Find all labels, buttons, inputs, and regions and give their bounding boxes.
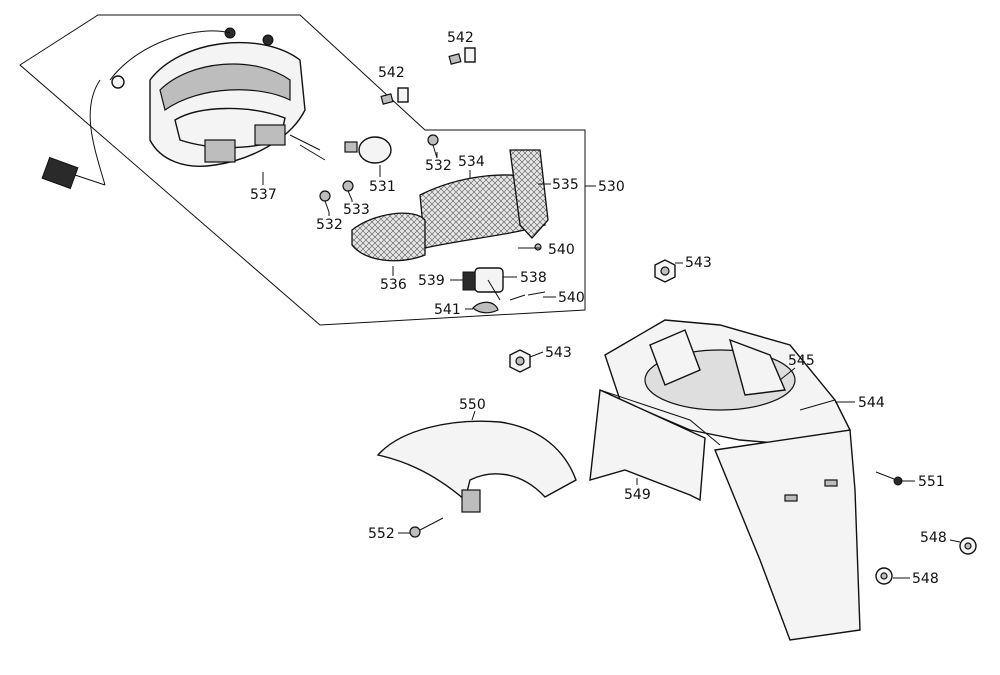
label-542-right: 542 [447,30,474,46]
label-551: 551 [918,474,945,490]
label-539: 539 [418,273,445,289]
side-lens-536 [351,212,426,262]
label-540-bottom: 540 [558,290,585,306]
rear-fender-tail [714,429,861,641]
rear-fender-545 [599,319,851,446]
label-530: 530 [598,179,625,195]
clip-541 [472,301,499,314]
label-552: 552 [368,526,395,542]
bulb-531 [344,136,392,164]
label-531: 531 [369,179,396,195]
assembly-530-boundary [19,14,586,326]
label-542-left: 542 [378,65,405,81]
splash-guard-549 [589,388,706,502]
side-lens-535 [509,149,549,239]
label-541: 541 [434,302,461,318]
leader-lines [262,152,961,579]
screws-532-533 [319,134,439,213]
reflector-slot [824,479,838,487]
label-536: 536 [380,277,407,293]
label-544: 544 [858,395,885,411]
label-534: 534 [458,154,485,170]
grommets-548 [875,537,977,585]
label-549: 549 [624,487,651,503]
nuts-543 [509,259,676,373]
clips-542 [380,47,476,105]
label-543-upper: 543 [685,255,712,271]
screw-551 [875,471,903,486]
reflector-slot [784,494,798,502]
label-532-bottom: 532 [316,217,343,233]
label-535: 535 [552,177,579,193]
label-548-lower: 548 [912,571,939,587]
label-543-lower: 543 [545,345,572,361]
bulb-socket-538 [462,267,504,301]
bolt-552 [409,517,444,538]
label-537: 537 [250,187,277,203]
tail-light-housing-537 [41,27,326,190]
center-lens-534 [419,174,546,249]
label-545: 545 [788,353,815,369]
label-548-upper: 548 [920,530,947,546]
label-538: 538 [520,270,547,286]
front-fender-550 [376,420,577,513]
label-532-top: 532 [425,158,452,174]
label-550: 550 [459,397,486,413]
label-533: 533 [343,202,370,218]
label-540-top: 540 [548,242,575,258]
